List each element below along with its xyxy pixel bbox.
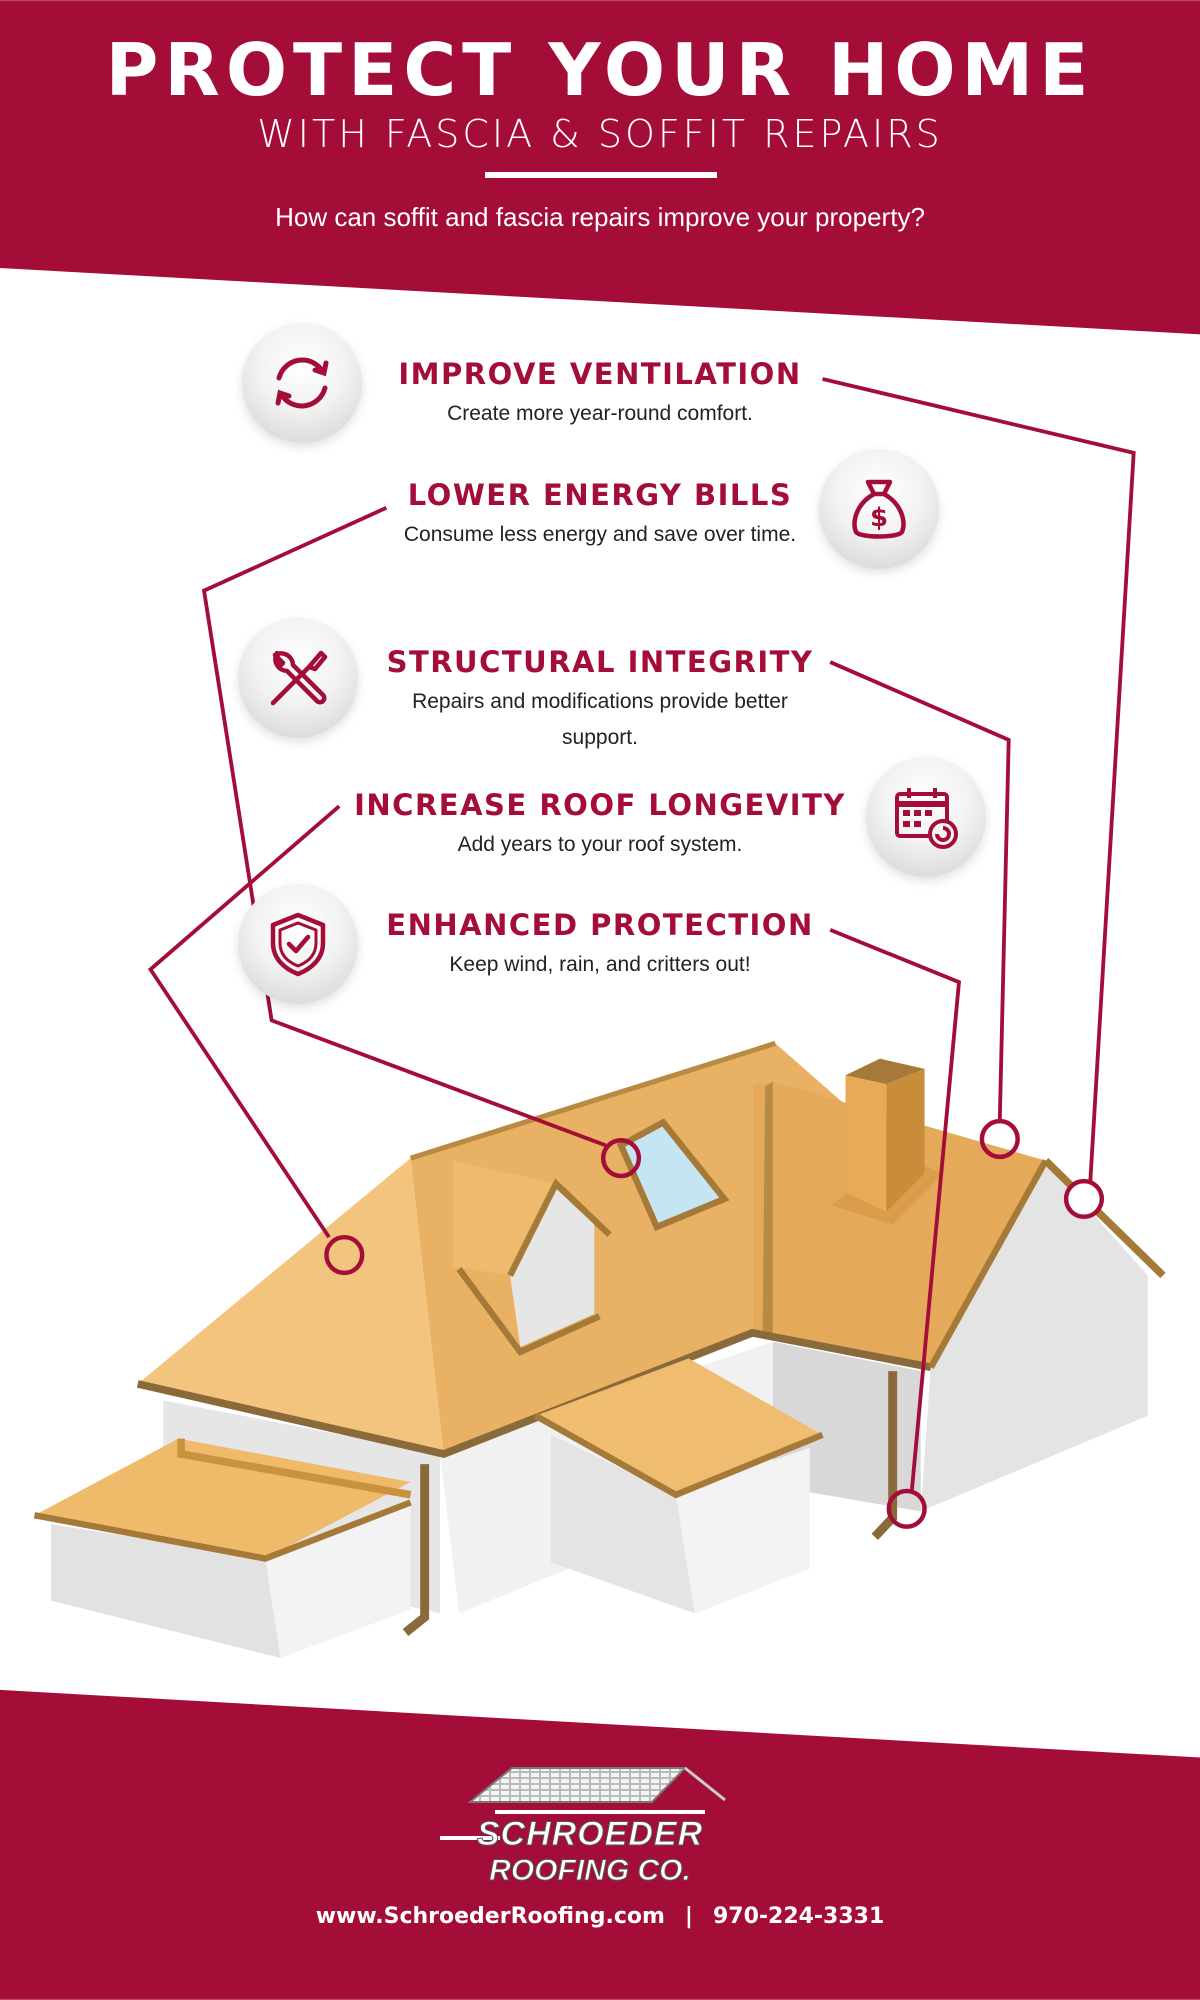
callout-lines	[147, 377, 1136, 1529]
footer-separator: |	[684, 1904, 693, 1929]
intro-question: How can soffit and fascia repairs improv…	[275, 202, 925, 232]
page-subtitle: WITH FASCIA & SOFFIT REPAIRS	[257, 112, 943, 156]
benefit-description: Add years to your roof system.	[457, 833, 743, 856]
callout-line-energy	[201, 506, 607, 1148]
house-illustration	[33, 1040, 1166, 1659]
money-bag-icon: $	[819, 449, 939, 569]
calendar-icon	[866, 757, 986, 877]
benefit-title: LOWER ENERGY BILLS	[407, 478, 793, 512]
website-link[interactable]: www.SchroederRoofing.com	[315, 1904, 665, 1929]
benefit-ventilation: IMPROVE VENTILATION Create more year-rou…	[340, 356, 860, 432]
phone-number[interactable]: 970-224-3331	[712, 1904, 885, 1929]
benefit-description: Create more year-round comfort.	[447, 402, 753, 425]
benefit-description: Consume less energy and save over time.	[403, 523, 797, 546]
callout-line-longevity	[147, 804, 341, 1239]
svg-text:SCHROEDER: SCHROEDER	[477, 1815, 703, 1853]
refresh-arrows-icon	[242, 323, 362, 443]
page-title: PROTECT YOUR HOME	[105, 28, 1095, 112]
svg-text:$: $	[870, 503, 888, 533]
header-band	[0, 0, 1200, 335]
title-divider	[485, 172, 717, 178]
shield-check-icon	[238, 884, 358, 1004]
benefit-protection: ENHANCED PROTECTION Keep wind, rain, and…	[340, 907, 860, 983]
footer-band	[0, 1689, 1200, 2000]
benefit-structural: STRUCTURAL INTEGRITY Repairs and modific…	[340, 644, 860, 756]
company-logo: SCHROEDER ROOFING CO.	[440, 1766, 726, 1888]
benefit-title: IMPROVE VENTILATION	[398, 357, 802, 391]
wrench-screwdriver-icon	[238, 618, 358, 738]
benefit-title: STRUCTURAL INTEGRITY	[386, 645, 814, 679]
benefit-title: ENHANCED PROTECTION	[386, 908, 814, 942]
svg-text:ROOFING CO.: ROOFING CO.	[489, 1854, 691, 1887]
callout-line-ventilation	[822, 377, 1136, 1182]
benefit-description: Repairs and modifications provide better…	[412, 690, 788, 749]
callout-marker-structural	[979, 1118, 1020, 1160]
callout-line-protection	[829, 928, 962, 1492]
footer-contact: www.SchroederRoofing.com | 970-224-3331	[0, 1904, 1200, 1929]
benefit-title: INCREASE ROOF LONGEVITY	[354, 788, 846, 822]
callout-marker-protection	[886, 1488, 927, 1529]
callout-marker-ventilation	[1063, 1178, 1105, 1220]
benefit-energy: LOWER ENERGY BILLS Consume less energy a…	[340, 477, 860, 553]
callout-marker-energy	[600, 1138, 642, 1179]
callout-line-structural	[829, 660, 1011, 1120]
benefit-longevity: INCREASE ROOF LONGEVITY Add years to you…	[340, 787, 860, 863]
callout-marker-longevity	[324, 1234, 365, 1276]
benefit-description: Keep wind, rain, and critters out!	[449, 953, 751, 976]
